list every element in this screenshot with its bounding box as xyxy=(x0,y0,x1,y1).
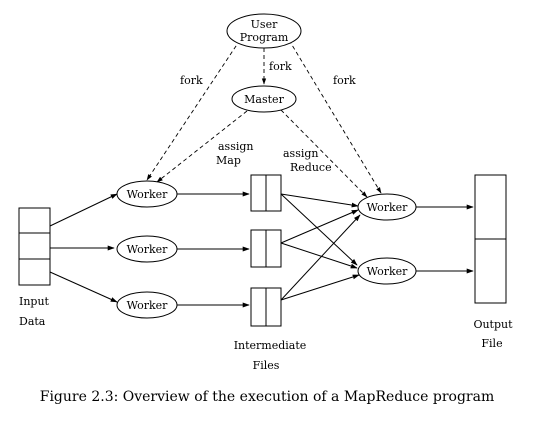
reduce-worker-1-label: Worker xyxy=(367,201,409,214)
output-file-block xyxy=(474,174,507,304)
user-program-ellipse xyxy=(226,13,302,49)
assign-reduce-edge xyxy=(280,109,368,198)
assign-reduce-label-line-1: assign xyxy=(283,147,319,160)
reduce-worker-1: Worker xyxy=(357,193,417,221)
fork-label-middle: fork xyxy=(269,60,292,73)
assign-map-label-line-2: Map xyxy=(216,154,241,167)
master-node: Master xyxy=(231,85,297,113)
reduce-worker-2-ellipse xyxy=(357,257,417,285)
output-file-part-2 xyxy=(474,238,507,304)
user-program-node: User Program xyxy=(226,13,302,49)
reduce-worker-2: Worker xyxy=(357,257,417,285)
map-worker-2-label: Worker xyxy=(127,243,169,256)
map-worker-3-label: Worker xyxy=(127,299,169,312)
map-worker-3-ellipse xyxy=(116,291,178,319)
output-file-part-1 xyxy=(474,174,507,240)
fork-edge-to-worker-reduce xyxy=(288,39,382,194)
user-program-label-line-2: Program xyxy=(240,31,289,44)
input-split-2 xyxy=(18,232,51,260)
input-data-label-line-2: Data xyxy=(19,315,46,328)
file-2-to-reduce-2 xyxy=(280,242,358,269)
master-ellipse xyxy=(231,85,297,113)
map-worker-1-label: Worker xyxy=(127,188,169,201)
map-worker-3: Worker xyxy=(116,291,178,319)
reduce-worker-2-label: Worker xyxy=(367,265,409,278)
file-1-to-reduce-2 xyxy=(280,193,358,266)
input-to-worker-1 xyxy=(49,193,118,227)
control-edges xyxy=(146,39,382,198)
input-data-block xyxy=(18,207,51,286)
intermediate-files-label-line-2: Files xyxy=(253,359,280,372)
map-worker-2: Worker xyxy=(116,235,178,263)
reduce-worker-1-ellipse xyxy=(357,193,417,221)
fork-label-right: fork xyxy=(333,74,356,87)
input-split-3 xyxy=(18,258,51,286)
input-to-worker-3 xyxy=(49,271,118,303)
user-program-label-line-1: User xyxy=(251,18,278,31)
figure-caption: Figure 2.3: Overview of the execution of… xyxy=(40,389,495,405)
group-labels: Input Data Intermediate Files Output Fil… xyxy=(19,295,513,372)
input-split-1 xyxy=(18,207,51,234)
output-file-label-line-2: File xyxy=(481,337,502,350)
fork-edge-to-worker-map xyxy=(146,39,241,181)
assign-map-edge xyxy=(156,110,248,183)
map-worker-1: Worker xyxy=(116,180,178,208)
edge-labels: fork fork fork assign Map assign Reduce xyxy=(180,60,356,174)
input-data-label-line-1: Input xyxy=(19,295,50,308)
file-3-to-reduce-1 xyxy=(280,214,361,301)
assign-reduce-label-line-2: Reduce xyxy=(290,161,332,174)
file-1-to-reduce-1 xyxy=(280,193,359,208)
intermediate-files-label-line-1: Intermediate xyxy=(234,339,307,352)
data-flow-edges xyxy=(49,191,474,308)
intermediate-files xyxy=(250,174,282,327)
master-label: Master xyxy=(244,93,284,106)
assign-map-label-line-1: assign xyxy=(218,140,254,153)
file-2-to-reduce-1 xyxy=(280,209,359,244)
map-worker-2-ellipse xyxy=(116,235,178,263)
output-file-label-line-1: Output xyxy=(473,318,513,331)
map-worker-1-ellipse xyxy=(116,180,178,208)
fork-label-left: fork xyxy=(180,74,203,87)
file-3-to-reduce-2 xyxy=(280,274,360,301)
